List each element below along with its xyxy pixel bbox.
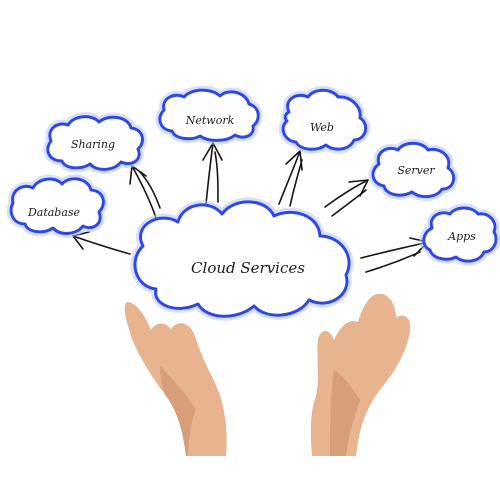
cloud-label-database: Database [27, 206, 81, 219]
cloud-sharing: Sharing [43, 112, 147, 174]
cloud-server: Server [368, 138, 459, 201]
cloud-apps: Apps [419, 203, 500, 266]
left-hand [124, 302, 227, 456]
cloud-web: Web [278, 85, 371, 154]
arrow-to-database [72, 231, 131, 255]
center-cloud-label: Cloud Services [191, 259, 305, 277]
arrow-to-web [278, 150, 303, 207]
arrow-to-sharing [129, 165, 161, 219]
cloud-label-network: Network [185, 114, 235, 127]
cloud-label-sharing: Sharing [71, 138, 115, 151]
right-hand [310, 293, 411, 456]
cloud-network: Network [155, 85, 263, 145]
hands [124, 293, 411, 456]
cloud-label-apps: Apps [447, 230, 476, 243]
arrow-to-network [202, 142, 223, 205]
arrow-to-apps [360, 237, 429, 273]
arrow-to-server [324, 179, 369, 217]
cloud-label-web: Web [310, 121, 334, 134]
cloud-database: Database [6, 174, 108, 238]
central-cloud: Cloud Services [130, 197, 354, 321]
cloud-label-server: Server [397, 164, 435, 177]
